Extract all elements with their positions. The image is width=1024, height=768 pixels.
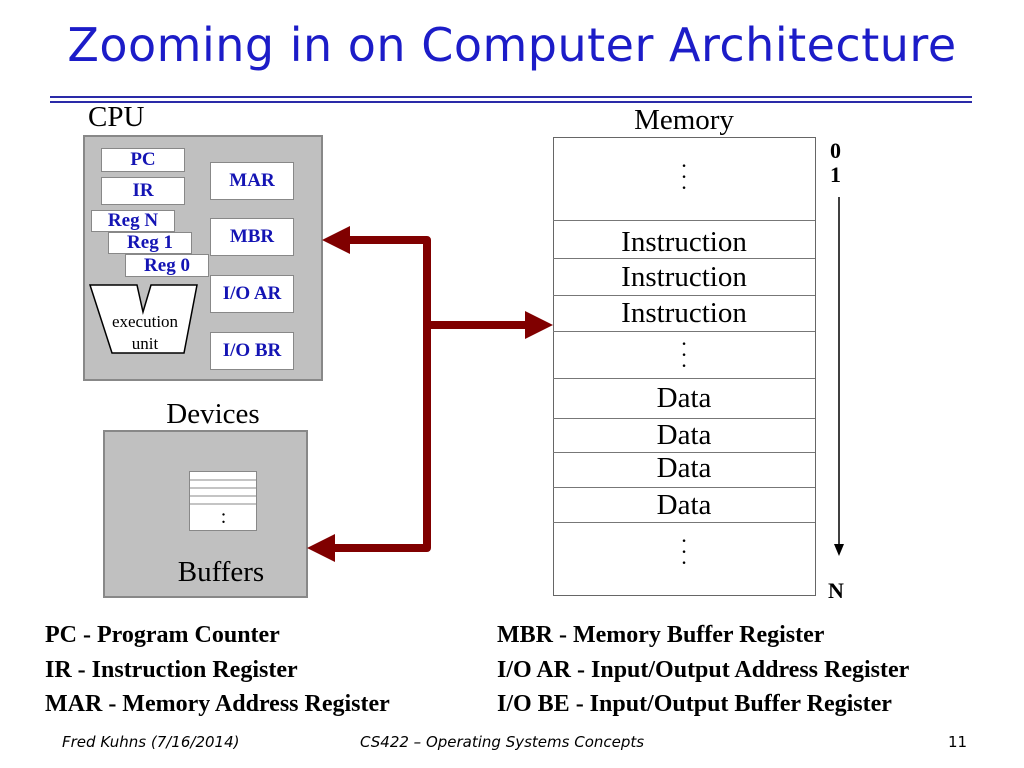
pc-register: PC — [101, 148, 185, 172]
slide-title: Zooming in on Computer Architecture — [67, 18, 957, 72]
io-br-register: I/O BR — [210, 332, 294, 370]
legend-item: I/O BE - Input/Output Buffer Register — [497, 691, 892, 717]
bus-arrow-cpu — [322, 226, 350, 254]
title-divider — [50, 101, 972, 103]
legend-item: IR - Instruction Register — [45, 657, 298, 683]
memory-row-divider — [553, 487, 815, 488]
memory-ellipsis: · · · — [680, 331, 688, 378]
buffer-icon — [189, 471, 257, 531]
memory-row-divider — [553, 452, 815, 453]
memory-row-divider — [553, 258, 815, 259]
reg-1: Reg 1 — [108, 232, 192, 254]
memory-row: Data — [656, 419, 712, 451]
address-next: 1 — [830, 162, 841, 187]
execution-unit-label: execution — [111, 312, 179, 331]
memory-ellipsis: · · · — [680, 528, 688, 575]
memory-row-divider — [553, 522, 815, 523]
execution-unit-shape — [88, 284, 198, 354]
memory-row: Instruction — [621, 297, 747, 329]
title-divider — [50, 96, 972, 98]
address-end: N — [828, 578, 844, 603]
reg-0: Reg 0 — [125, 254, 209, 277]
devices-label: Devices — [166, 398, 260, 430]
mar-register: MAR — [210, 162, 294, 200]
bus-arrow-memory — [525, 311, 553, 339]
ir-register: IR — [101, 177, 185, 205]
legend-item: MBR - Memory Buffer Register — [497, 622, 825, 648]
legend-item: MAR - Memory Address Register — [45, 691, 390, 717]
memory-row: Data — [656, 489, 712, 521]
memory-row: Data — [656, 382, 712, 414]
memory-row-divider — [553, 220, 815, 221]
memory-row-divider — [553, 418, 815, 419]
buffers-label: Buffers — [177, 556, 265, 588]
memory-row-divider — [553, 331, 815, 332]
memory-row: Instruction — [621, 261, 747, 293]
memory-label: Memory — [634, 104, 734, 136]
footer-author: Fred Kuhns (7/16/2014) — [62, 733, 240, 751]
cpu-label: CPU — [88, 101, 145, 133]
legend-item: I/O AR - Input/Output Address Register — [497, 657, 910, 683]
io-ar-register: I/O AR — [210, 275, 294, 313]
memory-row: Instruction — [621, 226, 747, 258]
memory-ellipsis: · · · — [680, 153, 688, 200]
memory-row: Data — [656, 452, 712, 484]
memory-row-divider — [553, 378, 815, 379]
memory-box — [553, 137, 816, 596]
page-number: 11 — [948, 733, 968, 751]
mbr-register: MBR — [210, 218, 294, 256]
address-arrow — [834, 197, 844, 556]
bus-arrow-devices — [307, 534, 335, 562]
buffer-dots: : — [220, 506, 227, 528]
address-start: 0 — [830, 138, 841, 163]
reg-n: Reg N — [91, 210, 175, 232]
legend-item: PC - Program Counter — [45, 622, 280, 648]
execution-unit-label: unit — [131, 334, 159, 353]
memory-row-divider — [553, 295, 815, 296]
footer-course: CS422 – Operating Systems Concepts — [360, 733, 645, 751]
